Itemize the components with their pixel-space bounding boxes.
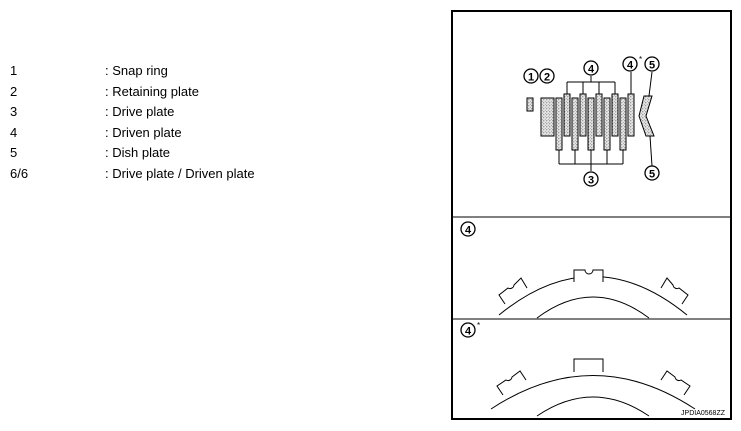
drive-plate-part <box>619 97 627 151</box>
legend-number: 5 <box>10 145 18 160</box>
clutch-pack-figure: 1 2 4 4 * 5 5 3 <box>451 10 732 420</box>
drive-plate-part <box>603 97 611 151</box>
legend-description: : Snap ring <box>105 63 168 78</box>
callout-label: 5 <box>649 60 655 72</box>
driven-plate-part <box>627 93 635 137</box>
clutch-pack-diagram: 1 2 4 4 * 5 5 3 <box>453 55 730 417</box>
driven-plate-part <box>611 93 619 137</box>
legend-description: : Driven plate <box>105 124 182 140</box>
legend-number: 6/6 <box>10 165 29 181</box>
exploded-view <box>526 71 655 171</box>
callout-4: 4 <box>583 60 599 76</box>
drive-plate-part <box>555 97 563 151</box>
legend-number: 1 <box>10 63 18 78</box>
callout-3: 3 <box>583 171 599 187</box>
callout-asterisk: * <box>639 55 642 64</box>
driven-plate-variant-detail: 4 * <box>460 321 696 417</box>
callout-1: 1 <box>523 68 539 84</box>
legend-item: 4 : Driven plate <box>10 123 430 144</box>
legend-description: : Drive plate / Driven plate <box>105 165 255 181</box>
callout-asterisk: * <box>477 321 480 330</box>
driven-plate-part <box>563 93 571 137</box>
retaining-plate-part <box>540 97 555 137</box>
legend-item: 5 : Dish plate <box>10 143 430 164</box>
legend-description: : Dish plate <box>105 145 171 160</box>
callout-5-top: 5 <box>644 56 660 72</box>
legend-item: 6/6 : Drive plate / Driven plate <box>10 164 430 185</box>
snap-ring-part <box>526 97 534 112</box>
legend-number: 2 <box>10 83 18 99</box>
callout-label: 2 <box>544 72 550 84</box>
drive-plate-part <box>587 97 595 151</box>
callout-label: 5 <box>649 169 655 181</box>
drive-plate-part <box>571 97 579 151</box>
callout-4-alt: 4 * <box>622 55 642 72</box>
dish-plate-part <box>638 95 655 137</box>
legend-number: 3 <box>10 104 18 119</box>
callout-label: 4 <box>588 64 595 76</box>
legend-item: 2 : Retaining plate <box>10 82 430 103</box>
callout-label: 4 <box>465 326 472 338</box>
driven-plate-part <box>579 93 587 137</box>
legend-description: : Drive plate <box>105 104 175 119</box>
legend-number: 4 <box>10 124 18 140</box>
legend-list: 1 : Snap ring 2 : Retaining plate 3 : Dr… <box>10 61 430 184</box>
figure-code: JPDIA0568ZZ <box>681 410 726 417</box>
callout-5-bottom: 5 <box>644 165 660 181</box>
callout-2: 2 <box>539 68 555 84</box>
callout-label: 3 <box>588 175 594 187</box>
callout-label: 4 <box>627 60 634 72</box>
driven-plate-part <box>595 93 603 137</box>
callout-label: 1 <box>528 72 534 84</box>
callout-label: 4 <box>465 225 472 237</box>
legend-description: : Retaining plate <box>105 83 199 99</box>
legend-item: 3 : Drive plate <box>10 102 430 123</box>
legend-item: 1 : Snap ring <box>10 61 430 82</box>
driven-plate-detail: 4 <box>460 221 689 319</box>
